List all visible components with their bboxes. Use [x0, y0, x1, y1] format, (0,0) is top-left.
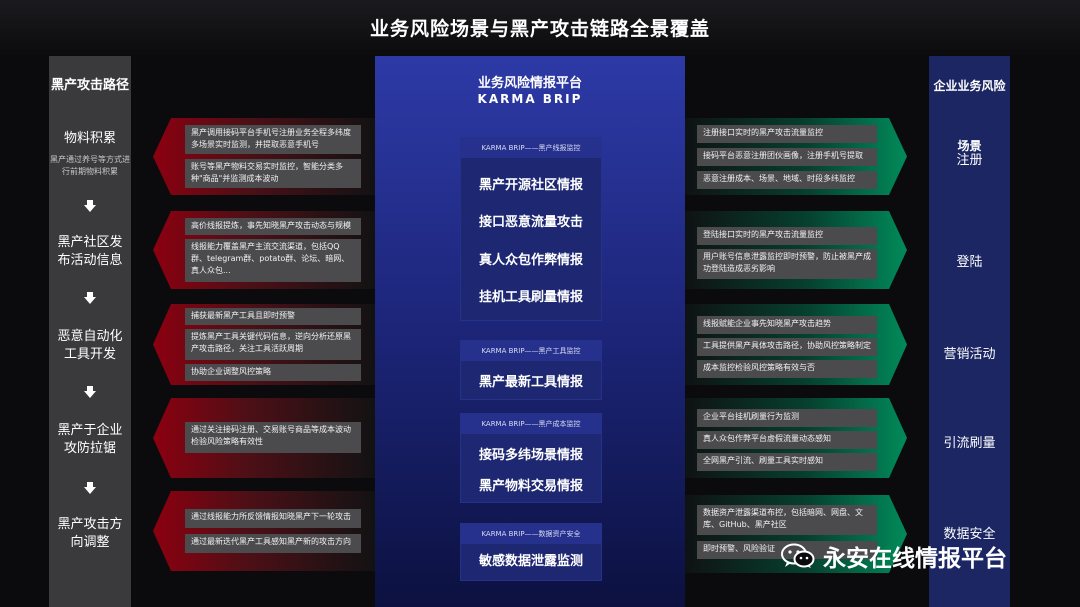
- stage-label: 黑产于企业攻防拉锯: [57, 423, 123, 456]
- page-title: 业务风险场景与黑产攻击链路全景覆盖: [0, 0, 1080, 56]
- stage-community: 黑产社区发布活动信息: [49, 234, 131, 270]
- defense-block-4: 企业平台挂机刷量行为监测 真人众包作弊平台虚假流量动态感知 全网黑产引流、刷量工…: [685, 398, 907, 478]
- threat-block-3: 捕获最新黑产工具且即时预警 提炼黑产工具关键代码信息，逆向分析还原黑产攻击路径，…: [153, 304, 375, 385]
- stage-label: 恶意自动化工具开发: [57, 329, 123, 362]
- platform-subtitle: KARMA BRIP: [477, 92, 583, 106]
- defense-item: 全网黑产引流、刷量工具实时感知: [697, 453, 877, 471]
- scene-login: 登陆: [956, 255, 983, 270]
- threat-item: 协助企业调整风控策略: [185, 364, 361, 381]
- scene-data-security: 数据安全: [943, 527, 996, 542]
- monitor-box-data-security: KARMA BRIP——数据资产安全 敏感数据泄露监测: [460, 523, 602, 581]
- monitor-box-intel: KARMA BRIP——黑产线报监控 黑产开源社区情报 接口恶意流量攻击 真人众…: [460, 137, 602, 321]
- monitor-box-header: KARMA BRIP——数据资产安全: [461, 524, 601, 544]
- defense-item: 企业平台挂机刷量行为监测: [697, 409, 877, 427]
- defense-item: 接码平台恶意注册团伙画像，注册手机号提取: [697, 148, 877, 166]
- threat-item: 账号等黑产物料交易实时监控，智能分类多种"商品"并监测成本波动: [185, 159, 361, 188]
- threat-item: 通过关注接码注册、交易账号商品等成本波动检验风险策略有效性: [185, 422, 361, 453]
- platform-title: 业务风险情报平台: [477, 76, 582, 91]
- threat-block-2: 高价线报提炼，事先知晓黑产攻击动态与规模 线报能力覆盖黑产主流交流渠道，包括QQ…: [153, 211, 375, 289]
- defense-item: 用户账号信息泄露监控即时预警，防止被黑产成功登陆造成恶劣影响: [697, 249, 877, 279]
- defense-block-2: 登陆接口实时的黑产攻击流量监控 用户账号信息泄露监控即时预警，防止被黑产成功登陆…: [685, 211, 907, 289]
- defense-item: 工具提供黑产具体攻击路径，协助风控策略制定: [697, 338, 877, 356]
- threat-item: 黑产调用接码平台手机号注册业务全程多纬度多场景实时监测，并提取恶意手机号: [185, 125, 361, 154]
- business-scenario-column: 企业业务风险场景 注册 登陆 营销活动 引流刷量 数据安全: [929, 56, 1010, 607]
- monitor-item: 敏感数据泄露监测: [478, 554, 583, 569]
- threat-block-5: 通过线报能力所反馈情报知晓黑产下一轮攻击 通过最新迭代黑产工具感知黑产新的攻击方…: [153, 491, 375, 571]
- down-arrow-icon: [84, 292, 96, 306]
- watermark: 永安在线情报平台: [781, 538, 1007, 574]
- stage-offense-defense: 黑产于企业攻防拉锯: [49, 422, 131, 458]
- stage-tool-dev: 恶意自动化工具开发: [49, 328, 131, 364]
- defense-item: 即时预警、风险验证: [697, 541, 877, 559]
- threat-block-4: 通过关注接码注册、交易账号商品等成本波动检验风险策略有效性: [153, 398, 375, 478]
- defense-item: 真人众包作弊平台虚假流量动态感知: [697, 431, 877, 449]
- wechat-icon: [781, 543, 815, 569]
- defense-item: 数据资产泄露渠道布控，包括暗网、网盘、文库、GitHub、黑产社区: [697, 505, 877, 535]
- stage-direction-change: 黑产攻击方向调整: [49, 516, 131, 552]
- defense-item: 恶意注册成本、场景、地域、时段多纬监控: [697, 171, 877, 189]
- stage-label: 黑产社区发布活动信息: [57, 235, 123, 268]
- threat-item: 线报能力覆盖黑产主流交流渠道，包括QQ群、telegram群、potato群、论…: [185, 239, 361, 282]
- watermark-text: 永安在线情报平台: [823, 546, 1007, 572]
- defense-block-3: 线报赋能企业事先知晓黑产攻击趋势 工具提供黑产具体攻击路径，协助风控策略制定 成…: [685, 304, 907, 385]
- stage-label: 黑产攻击方向调整: [57, 517, 123, 550]
- monitor-item: 黑产开源社区情报: [478, 178, 583, 193]
- defense-item: 成本监控检验风控策略有效与否: [697, 360, 877, 378]
- monitor-box-cost: KARMA BRIP——黑产成本监控 接码多纬场景情报 黑产物料交易情报: [460, 413, 602, 503]
- stage-material: 物料积累 黑产通过养号等方式进行前期物料积累: [49, 130, 131, 178]
- threat-item: 提炼黑产工具关键代码信息，逆向分析还原黑产攻击路径，关注工具活跃周期: [185, 329, 361, 360]
- monitor-box-header: KARMA BRIP——黑产成本监控: [461, 414, 601, 434]
- monitor-item: 黑产最新工具情报: [478, 375, 583, 390]
- down-arrow-icon: [84, 482, 96, 496]
- monitor-item: 挂机工具刷量情报: [478, 290, 583, 305]
- threat-block-1: 黑产调用接码平台手机号注册业务全程多纬度多场景实时监测，并提取恶意手机号 账号等…: [153, 118, 375, 195]
- attack-path-column: 黑产攻击路径 物料积累 黑产通过养号等方式进行前期物料积累 黑产社区发布活动信息…: [49, 56, 131, 607]
- business-scenario-header: 企业业务风险场景: [933, 79, 1006, 153]
- scene-traffic: 引流刷量: [943, 436, 996, 451]
- monitor-item: 接口恶意流量攻击: [478, 215, 583, 230]
- threat-item: 通过线报能力所反馈情报知晓黑产下一轮攻击: [185, 509, 361, 528]
- down-arrow-icon: [84, 200, 96, 214]
- monitor-item: 真人众包作弊情报: [478, 253, 583, 268]
- scene-register: 注册: [956, 153, 983, 168]
- monitor-box-header: KARMA BRIP——黑产线报监控: [461, 138, 601, 158]
- monitor-box-header: KARMA BRIP——黑产工具监控: [461, 341, 601, 361]
- monitor-box-tools: KARMA BRIP——黑产工具监控 黑产最新工具情报: [460, 340, 602, 400]
- attack-path-header: 黑产攻击路径: [50, 78, 129, 93]
- scene-marketing: 营销活动: [943, 347, 996, 362]
- defense-block-1: 注册接口实时的黑产攻击流量监控 接码平台恶意注册团伙画像，注册手机号提取 恶意注…: [685, 118, 907, 195]
- defense-item: 登陆接口实时的黑产攻击流量监控: [697, 227, 877, 245]
- threat-item: 捕获最新黑产工具且即时预警: [185, 308, 361, 325]
- stage-label: 物料积累: [63, 131, 116, 146]
- monitor-item: 黑产物料交易情报: [478, 479, 583, 494]
- monitor-item: 接码多纬场景情报: [478, 448, 583, 463]
- platform-column: 业务风险情报平台 KARMA BRIP KARMA BRIP——黑产线报监控 黑…: [375, 56, 685, 607]
- defense-item: 注册接口实时的黑产攻击流量监控: [697, 125, 877, 143]
- down-arrow-icon: [84, 386, 96, 400]
- stage-description: 黑产通过养号等方式进行前期物料积累: [50, 155, 130, 176]
- threat-item: 高价线报提炼，事先知晓黑产攻击动态与规模: [185, 218, 361, 235]
- defense-item: 线报赋能企业事先知晓黑产攻击趋势: [697, 316, 877, 334]
- threat-item: 通过最新迭代黑产工具感知黑产新的攻击方向: [185, 534, 361, 553]
